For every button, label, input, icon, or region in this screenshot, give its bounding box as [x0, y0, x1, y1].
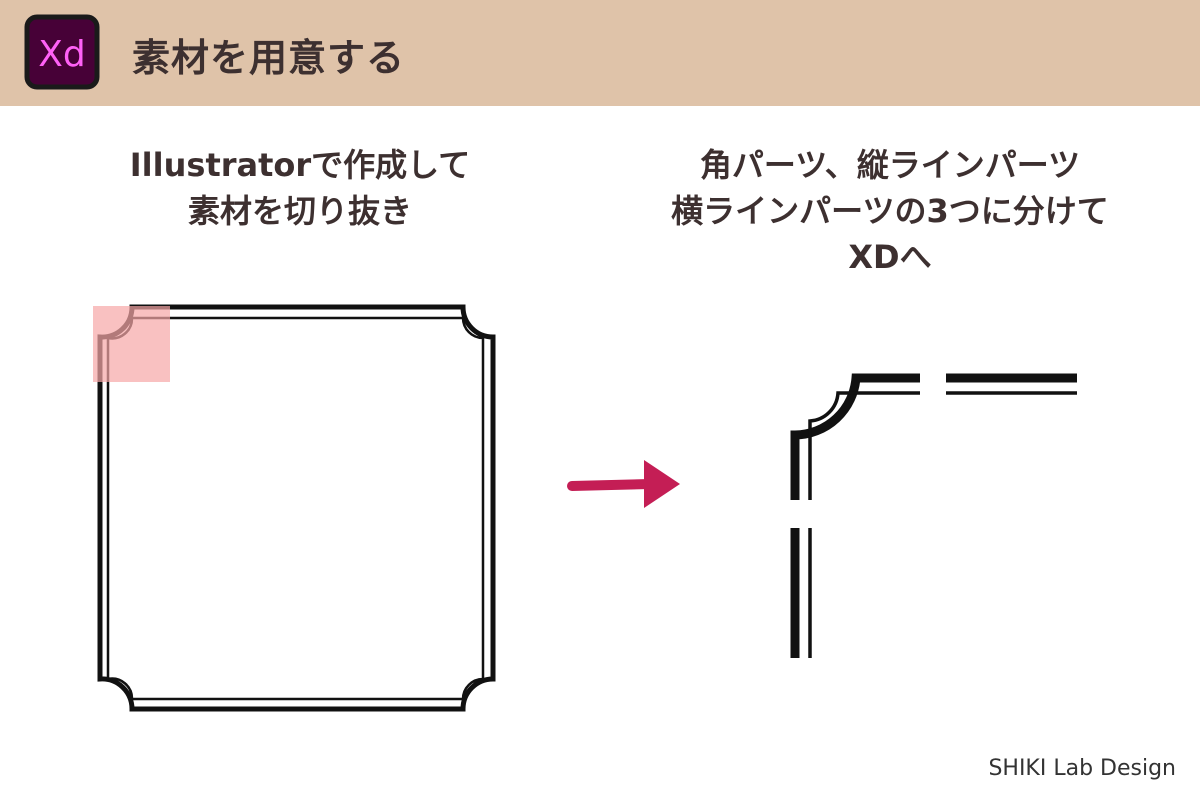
app-icon-label: Xd: [38, 34, 86, 75]
full-frame-illustration: [93, 304, 496, 712]
page-title: 素材を用意する: [132, 36, 406, 80]
corner-part: [790, 373, 920, 500]
header-bar: Xd 素材を用意する: [0, 0, 1200, 106]
arrow-right-icon: [567, 460, 680, 508]
vertical-line-part: [790, 528, 812, 658]
left-caption-line2: 素材を切り抜き: [187, 192, 412, 230]
right-caption: 角パーツ、縦ラインパーツ 横ラインパーツの3つに分けて XDへ: [640, 142, 1140, 280]
right-caption-line1: 角パーツ、縦ラインパーツ: [699, 146, 1081, 184]
adobe-xd-icon: Xd: [24, 14, 100, 90]
right-caption-line3: XDへ: [848, 238, 932, 276]
credit-text: SHIKI Lab Design: [988, 756, 1176, 781]
left-caption-line1: Illustratorで作成して: [129, 146, 471, 184]
horizontal-line-part: [946, 373, 1077, 395]
left-caption: Illustratorで作成して 素材を切り抜き: [90, 142, 510, 234]
right-caption-line2: 横ラインパーツの3つに分けて: [671, 192, 1109, 230]
corner-crop-highlight: [93, 306, 170, 382]
